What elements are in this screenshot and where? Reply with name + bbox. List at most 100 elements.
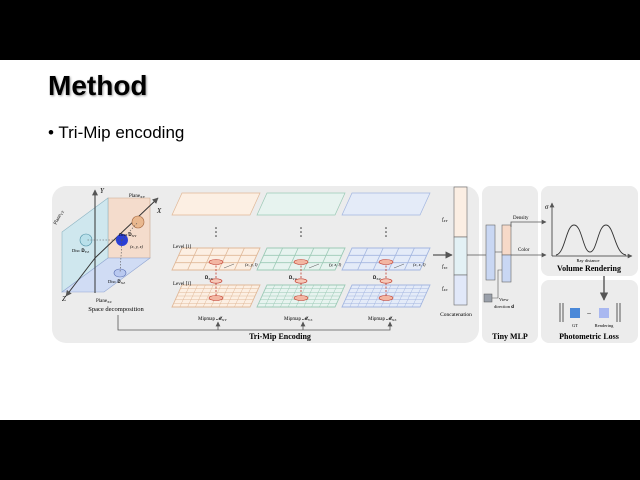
grid-line — [388, 247, 400, 271]
ellipsis-dot — [300, 231, 302, 233]
plane-top-xy — [171, 192, 261, 216]
ellipsis-dot — [300, 235, 302, 237]
sample-disc-mid — [209, 278, 223, 284]
grid-line — [303, 247, 315, 271]
feature-xz-block — [453, 274, 468, 306]
sample-disc-level-l — [208, 259, 224, 265]
view-direction-cube — [483, 293, 493, 303]
feature-xz-label: fXZ — [442, 287, 448, 292]
coord-yz: (y, z, l) — [329, 262, 342, 268]
disc-sample-xy: 𝐃XY — [205, 275, 214, 281]
disc-xz-label: Disc 𝐃XZ — [108, 279, 125, 285]
mipmap-yz-label: Mipmap 𝓜YZ — [284, 316, 312, 322]
feature-yz-block — [453, 236, 468, 276]
coord-leader — [223, 263, 235, 269]
volume-rendering-caption: Volume Rendering — [557, 264, 621, 273]
panel-loss — [541, 280, 638, 343]
photometric-loss: − GT Rendering Photometric Loss — [559, 303, 621, 341]
ellipsis-dot — [215, 235, 217, 237]
axis-z-line — [65, 257, 96, 297]
sigma-label: σ — [545, 203, 549, 211]
rendering-swatch — [599, 308, 609, 318]
plane-xz-shape — [61, 257, 151, 293]
tiny-mlp-caption: Tiny MLP — [492, 332, 528, 341]
sample-disc-level-l — [293, 259, 309, 265]
gt-label: GT — [572, 323, 578, 328]
proj-line-xy — [121, 221, 139, 241]
slide-title: Method — [48, 70, 148, 101]
disc-yz-label: Disc 𝐃YZ — [72, 248, 89, 254]
rendering-label: Rendering — [595, 323, 614, 328]
disc-sample-xz: 𝐃XZ — [373, 275, 381, 281]
coord-xz: (x, z, l) — [413, 262, 426, 268]
ray-distance-label: Ray distance — [576, 258, 599, 263]
coord-xy: (x, y, l) — [245, 262, 258, 268]
tiny-mlp: View direction 𝐝 Tiny MLP Density Color — [467, 216, 547, 341]
proj-line-xz — [119, 239, 123, 274]
grid-line — [234, 247, 245, 271]
axis-y-label: Y — [100, 187, 105, 195]
disc-sample-yz: 𝐃YZ — [289, 275, 297, 281]
volume-rendering: σ Ray distance Volume Rendering — [545, 202, 633, 301]
plane-xz-label: PlaneXZ — [96, 299, 112, 304]
ellipsis-dot — [385, 227, 387, 229]
bullet-item: • Tri-Mip encoding — [48, 123, 184, 143]
sample-disc-level-i — [208, 295, 224, 301]
sample-disc-mid — [379, 278, 393, 284]
plane-xy-label: PlaneXY — [129, 194, 146, 199]
tri-mip-grids — [171, 192, 431, 308]
sample-disc-level-i — [378, 295, 394, 301]
grid-line — [218, 247, 230, 271]
photometric-loss-caption: Photometric Loss — [559, 332, 619, 341]
mipmap-xy-label: Mipmap 𝓜XY — [198, 316, 227, 322]
feature-xy-label: fXY — [442, 218, 449, 223]
mlp-layer-1 — [485, 224, 496, 281]
grid-line — [187, 247, 198, 271]
plane-top-xz — [341, 192, 431, 216]
grid-line — [372, 247, 384, 271]
mipmap-xz-text: Mipmap 𝓜XZ — [368, 316, 396, 322]
sample-disc-mid — [294, 278, 308, 284]
mipmap-xz-label: Mipmap 𝓜XZ — [368, 316, 396, 322]
concatenation-label: Concatenation — [440, 312, 472, 318]
sample-disc-level-i — [293, 295, 309, 301]
grid-line — [287, 247, 299, 271]
level-l-label: Level ⌊l⌋ — [173, 244, 191, 250]
axis-x-label: X — [156, 207, 162, 215]
plane-top-yz — [256, 192, 346, 216]
feature-yz-label: fYZ — [442, 265, 447, 270]
ellipsis-dot — [385, 235, 387, 237]
method-figure: Y X Z PlaneYZ PlaneXY PlaneXZ Disc 𝐃XY D… — [52, 186, 638, 343]
minus-sign: − — [587, 309, 592, 318]
mlp-layer-3 — [501, 254, 512, 283]
view-to-mlp — [492, 269, 502, 299]
ellipsis-dot — [385, 231, 387, 233]
color-label: Color — [518, 248, 530, 253]
coord-leader — [393, 263, 405, 269]
plane-yz-label: PlaneYZ — [53, 210, 65, 226]
grid-line — [272, 247, 283, 271]
axis-x-line — [94, 197, 159, 259]
space-decomposition: Y X Z PlaneYZ PlaneXY PlaneXZ Disc 𝐃XY D… — [53, 187, 162, 313]
concatenation-vector: fXY fYZ fXZ Concatenation — [440, 186, 472, 318]
disc-xy-label: Disc 𝐃XY — [119, 232, 137, 238]
space-caption: Space decomposition — [88, 306, 144, 313]
coord-leader — [308, 263, 320, 269]
view-direction-line2: direction 𝐝 — [494, 304, 514, 309]
view-direction-line1: View — [499, 297, 509, 302]
ellipsis-dot — [215, 227, 217, 229]
grid-line — [202, 247, 214, 271]
input-flow-line — [117, 315, 393, 331]
ellipsis-dot — [215, 231, 217, 233]
axis-z-label: Z — [62, 295, 66, 303]
ellipsis-dot — [300, 227, 302, 229]
mipmap-yz-text: Mipmap 𝓜YZ — [284, 316, 312, 322]
mlp-layer-2 — [501, 224, 512, 256]
level-i-label: Level ⌈l⌉ — [173, 281, 191, 287]
trimip-caption: Tri-Mip Encoding — [249, 332, 311, 341]
sample-disc-level-l — [378, 259, 394, 265]
plane-xy-shape — [107, 197, 151, 259]
mipmap-xy-text: Mipmap 𝓜XY — [198, 316, 227, 322]
grid-line — [319, 247, 330, 271]
panel-volume — [541, 186, 638, 276]
